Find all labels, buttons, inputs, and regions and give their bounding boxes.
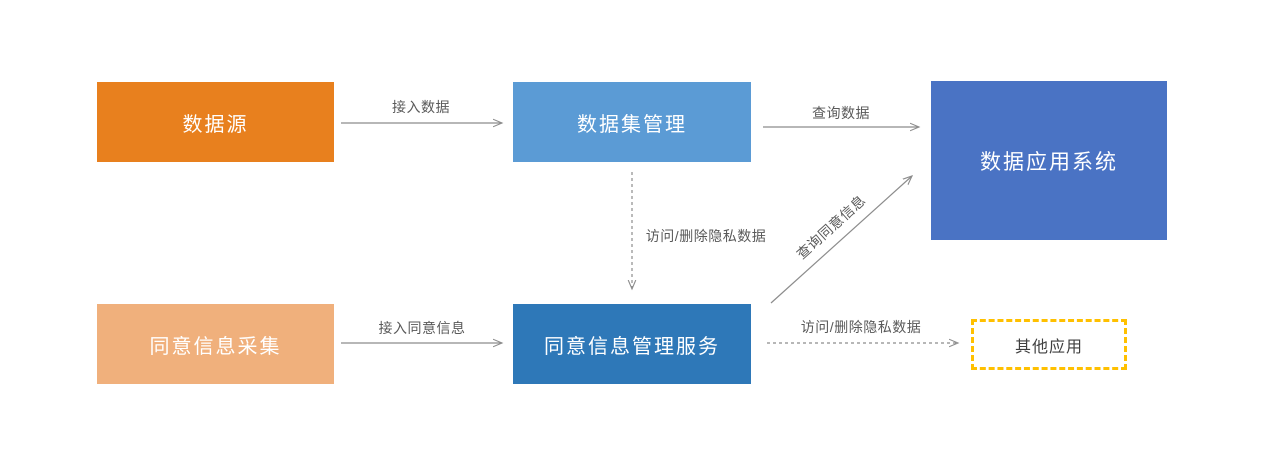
edge-label-ingest-consent-info: 接入同意信息: [378, 320, 466, 336]
node-consent-management-service-label: 同意信息管理服务: [544, 335, 720, 358]
edge-label-ingest-data: 接入数据: [392, 99, 450, 115]
node-dataset-management: 数据集管理: [513, 82, 751, 162]
node-consent-management-service: 同意信息管理服务: [513, 304, 751, 384]
node-data-source: 数据源: [97, 82, 334, 162]
node-other-applications: 其他应用: [971, 319, 1127, 370]
node-other-applications-label: 其他应用: [1014, 338, 1083, 356]
edge-label-query-data: 查询数据: [812, 105, 870, 121]
node-data-application-system-label: 数据应用系统: [980, 150, 1118, 174]
node-consent-collection: 同意信息采集: [97, 304, 334, 384]
node-consent-collection-label: 同意信息采集: [149, 335, 282, 358]
edge-label-access-delete-private-horizontal: 访问/删除隐私数据: [800, 319, 922, 335]
edge-label-query-consent-info: 查询同意信息: [793, 191, 869, 263]
edge-query-consent-info: [770, 176, 912, 304]
node-data-application-system: 数据应用系统: [931, 81, 1167, 240]
node-dataset-management-label: 数据集管理: [577, 113, 687, 136]
edge-label-access-delete-private-vertical: 访问/删除隐私数据: [645, 228, 767, 244]
node-data-source-label: 数据源: [182, 113, 249, 136]
